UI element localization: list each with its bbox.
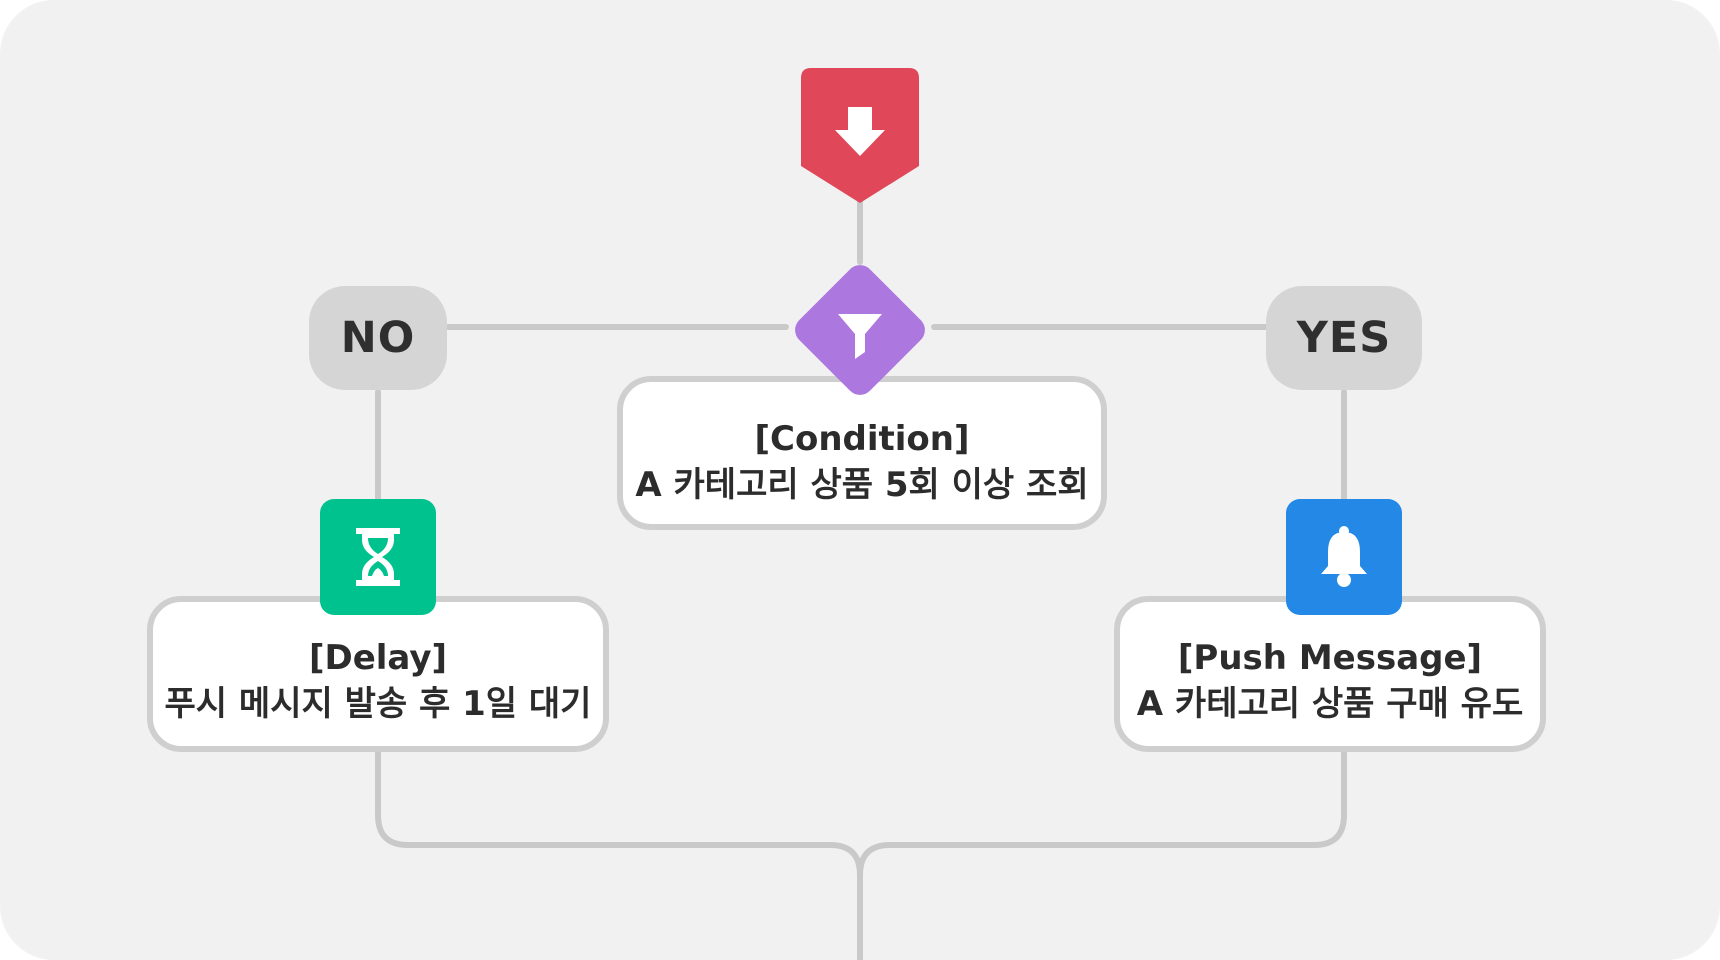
push-description: A 카테고리 상품 구매 유도 bbox=[1136, 684, 1524, 724]
condition-card[interactable]: [Condition] A 카테고리 상품 5회 이상 조회 bbox=[617, 376, 1107, 530]
hourglass-icon bbox=[356, 528, 400, 586]
delay-description: 푸시 메시지 발송 후 1일 대기 bbox=[164, 684, 592, 724]
delay-title: [Delay] bbox=[308, 638, 448, 678]
push-title: [Push Message] bbox=[1177, 638, 1483, 678]
branch-yes-pill: YES bbox=[1266, 286, 1422, 390]
push-node-icon[interactable] bbox=[1286, 499, 1402, 615]
condition-title: [Condition] bbox=[754, 419, 970, 459]
connector-delay-merge bbox=[375, 749, 863, 960]
branch-yes-label: YES bbox=[1296, 313, 1392, 363]
connector-push-merge bbox=[857, 749, 1347, 878]
bell-icon bbox=[1321, 526, 1367, 587]
branch-no-pill: NO bbox=[309, 286, 447, 390]
delay-node-icon[interactable] bbox=[320, 499, 436, 615]
condition-description: A 카테고리 상품 5회 이상 조회 bbox=[635, 465, 1089, 505]
condition-node-icon[interactable] bbox=[784, 254, 936, 406]
push-card[interactable]: [Push Message] A 카테고리 상품 구매 유도 bbox=[1114, 596, 1546, 752]
trigger-node[interactable] bbox=[801, 68, 919, 204]
filter-icon bbox=[838, 314, 882, 359]
arrow-down-icon bbox=[835, 107, 885, 156]
branch-no-label: NO bbox=[340, 313, 416, 363]
delay-card[interactable]: [Delay] 푸시 메시지 발송 후 1일 대기 bbox=[147, 596, 609, 752]
